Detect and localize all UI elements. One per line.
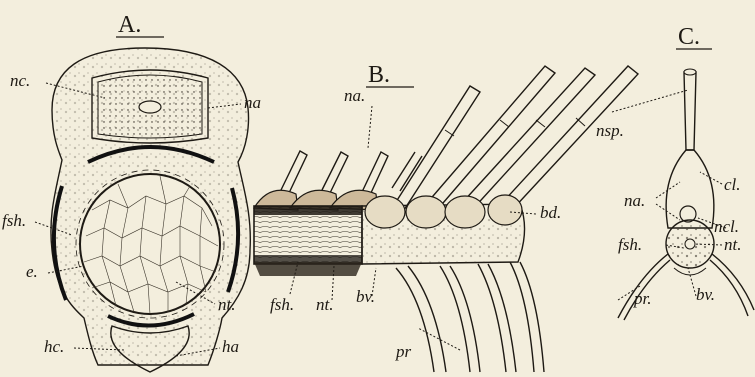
label-c-cl: cl. <box>724 175 741 194</box>
label-b-bv: bv. <box>356 287 375 306</box>
label-e: e. <box>26 262 38 281</box>
label-c-pr: pr. <box>633 289 651 308</box>
label-c-nt: nt. <box>724 235 741 254</box>
panel-b-heading: B. <box>368 62 390 88</box>
label-b-nt: nt. <box>316 295 333 314</box>
label-b-fsh: fsh. <box>270 295 294 314</box>
short-neural-spines <box>281 151 422 195</box>
panel-c-heading: C. <box>678 24 700 50</box>
label-b-na: na. <box>344 86 365 105</box>
panel-a: A. <box>2 12 261 372</box>
label-na: na <box>244 93 261 112</box>
label-c-na: na. <box>624 191 645 210</box>
label-c-bv: bv. <box>696 285 715 304</box>
panel-b: B. <box>254 62 638 372</box>
label-b-pr: pr <box>395 342 412 361</box>
notochord <box>80 174 220 314</box>
c-left-rib <box>618 254 668 318</box>
panel-a-heading: A. <box>118 12 141 38</box>
label-fsh: fsh. <box>2 211 26 230</box>
label-hc: hc. <box>44 337 64 356</box>
c-right-rib <box>712 254 754 310</box>
c-neural-spine <box>684 72 696 150</box>
spinal-canal <box>139 101 161 113</box>
label-c-fsh: fsh. <box>618 235 642 254</box>
label-ha: ha <box>222 337 239 356</box>
label-b-bd: bd. <box>540 203 561 222</box>
label-nc: nc. <box>10 71 30 90</box>
panel-c: C. nsp. cl. na. ncl. fsh. nt. pr. <box>596 24 754 320</box>
label-nt: nt. <box>218 295 235 314</box>
label-c-ncl: ncl. <box>714 217 739 236</box>
pleural-ribs <box>396 262 544 372</box>
label-c-nsp: nsp. <box>596 121 624 140</box>
